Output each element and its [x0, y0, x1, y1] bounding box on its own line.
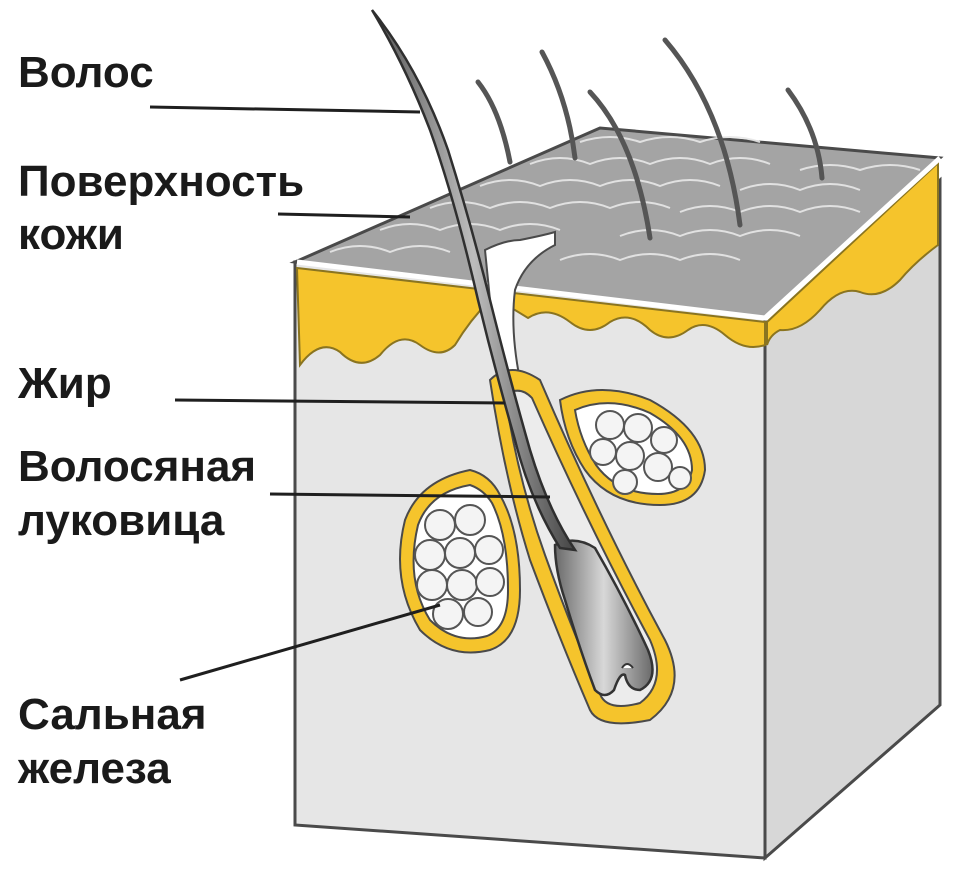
- label-hair-bulb-line2: луковица: [18, 496, 225, 545]
- sebaceous-cells-left: [414, 504, 505, 630]
- label-sebaceous-line2: железа: [18, 744, 171, 793]
- leader-line-hair: [149, 105, 421, 114]
- label-hair-bulb-line1: Волосяная: [18, 442, 257, 491]
- leader-line-hair-bulb: [269, 492, 551, 499]
- fat-layer-side: [766, 160, 939, 346]
- hair-bulb: [553, 539, 654, 697]
- label-skin-surface-line1: Поверхность: [18, 157, 305, 206]
- leader-line-sebaceous: [179, 603, 441, 682]
- leader-lines: [149, 105, 551, 682]
- sebaceous-cells-right: [589, 410, 692, 495]
- label-hair: Волос: [18, 48, 154, 97]
- leader-line-skin-surface: [277, 212, 411, 219]
- label-sebaceous-line1: Сальная: [18, 690, 207, 739]
- leader-line-fat: [174, 398, 506, 405]
- label-skin-surface-line2: кожи: [18, 210, 124, 259]
- hair-shaft: [370, 9, 578, 552]
- fat-layer-front: [295, 266, 766, 368]
- surface-hairs: [475, 37, 825, 241]
- label-fat: Жир: [18, 359, 112, 408]
